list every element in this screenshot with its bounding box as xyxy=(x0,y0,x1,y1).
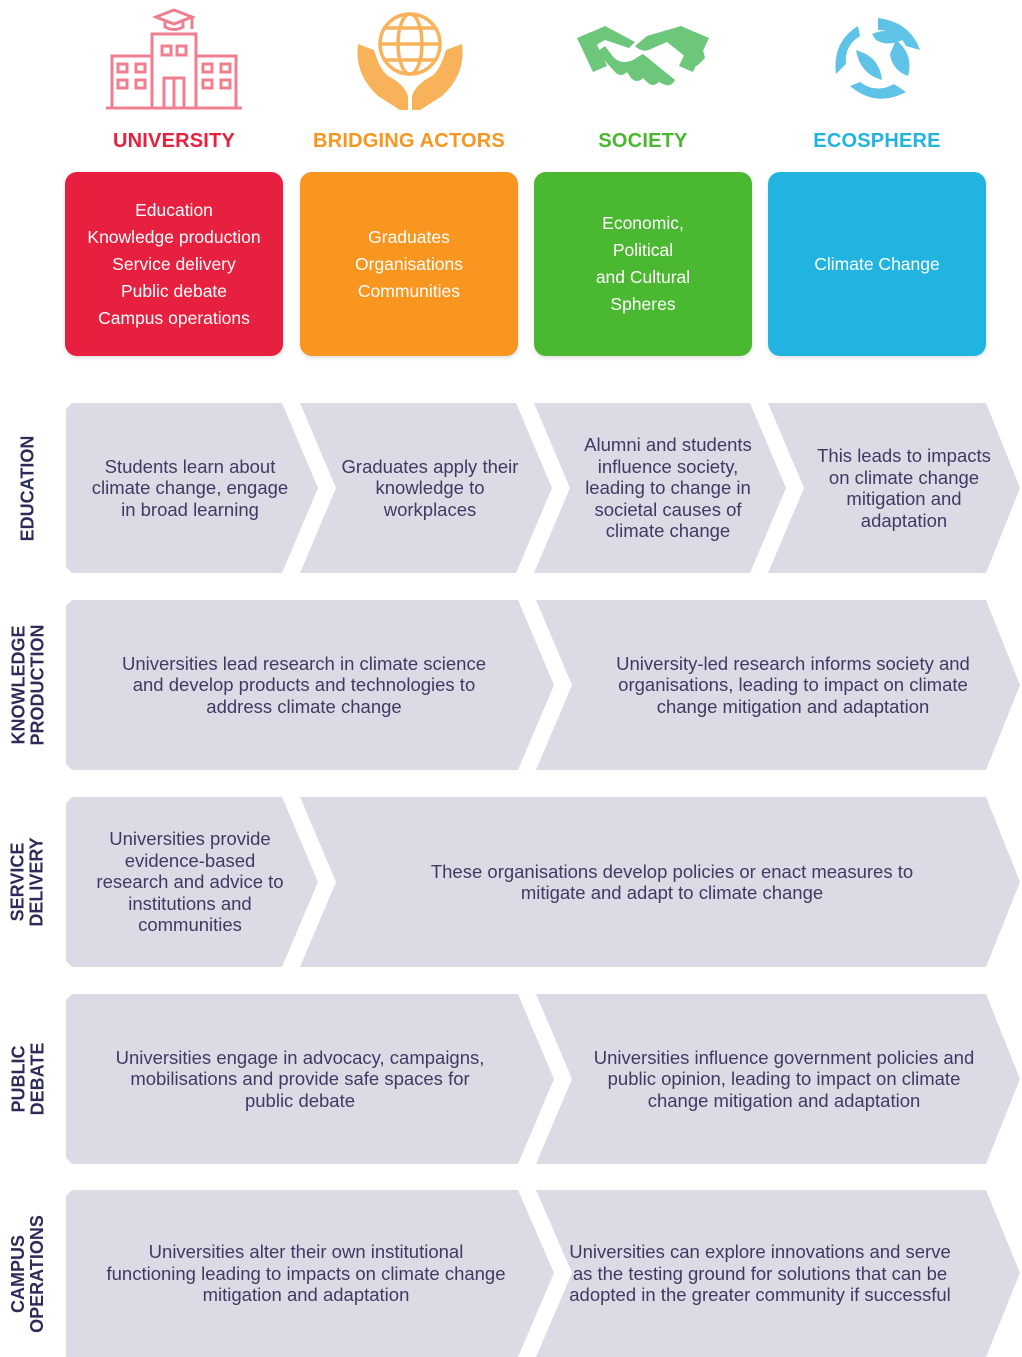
university-item: Campus operations xyxy=(98,307,250,328)
campus-cell-1: Universities alter their own institution… xyxy=(106,1241,506,1306)
university-item: Education xyxy=(135,199,213,220)
university-item: Service delivery xyxy=(112,253,236,274)
debate-cell-2: Universities influence government polici… xyxy=(593,1046,975,1111)
ecosphere-item: Climate Change xyxy=(814,253,940,274)
chevron-service-1 xyxy=(66,797,318,967)
column-title-society: SOCIETY xyxy=(598,130,688,152)
column-title-university: UNIVERSITY xyxy=(112,130,236,152)
education-cell-2: Graduates apply their knowledge to workp… xyxy=(341,455,519,520)
ecosphere-box: Climate Change xyxy=(768,172,986,356)
debate-cell-1: Universities engage in advocacy, campaig… xyxy=(115,1046,485,1111)
recycle-leaves-icon xyxy=(808,4,948,114)
university-item: Public debate xyxy=(120,280,228,301)
column-title-ecosphere: ECOSPHERE xyxy=(813,130,941,152)
chevron-knowledge-1 xyxy=(66,600,554,770)
university-item: Knowledge production xyxy=(87,226,261,247)
bridging-actors-box: Graduates Organisations Communities xyxy=(300,172,518,356)
chevron-education-4 xyxy=(768,403,1020,573)
row-label-education: EDUCATION xyxy=(17,435,38,541)
education-cell-3: Alumni and students influence society, l… xyxy=(584,434,752,542)
education-cell-1: Students learn about climate change, eng… xyxy=(91,455,289,520)
chevron-education-3 xyxy=(534,403,786,573)
chevron-education-2 xyxy=(300,403,552,573)
chevron-knowledge-2 xyxy=(536,600,1020,770)
chevron-service-2 xyxy=(300,797,1020,967)
chevron-debate-1 xyxy=(66,994,554,1164)
service-cell-2: These organisations develop policies or … xyxy=(430,860,914,904)
society-box: Economic, Political and Cultural Spheres xyxy=(534,172,752,356)
chevron-campus-1 xyxy=(66,1190,554,1357)
knowledge-cell-2: University-led research informs society … xyxy=(616,652,970,717)
hands-globe-icon xyxy=(340,4,480,114)
column-title-bridging-actors: BRIDGING ACTORS xyxy=(313,130,505,152)
bridging-actors-item: Organisations xyxy=(355,253,463,274)
chevron-debate-2 xyxy=(536,994,1020,1164)
society-item: Economic, xyxy=(602,213,684,233)
education-cell-4: This leads to impacts on climate change … xyxy=(817,445,991,531)
service-cell-1: Universities provide evidence-based rese… xyxy=(96,828,284,936)
society-item: Political xyxy=(612,240,674,260)
handshake-icon xyxy=(573,4,713,114)
university-box: Education Knowledge production Service d… xyxy=(65,172,283,356)
society-item: Spheres xyxy=(610,294,676,314)
university-building-icon xyxy=(104,4,244,114)
chevron-campus-2 xyxy=(536,1190,1020,1357)
campus-cell-2: Universities can explore innovations and… xyxy=(569,1241,951,1306)
chevron-education-1 xyxy=(66,403,318,573)
society-item: and Cultural xyxy=(595,267,691,287)
bridging-actors-item: Graduates xyxy=(368,226,450,247)
knowledge-cell-1: Universities lead research in climate sc… xyxy=(122,652,486,717)
bridging-actors-item: Communities xyxy=(357,280,461,301)
